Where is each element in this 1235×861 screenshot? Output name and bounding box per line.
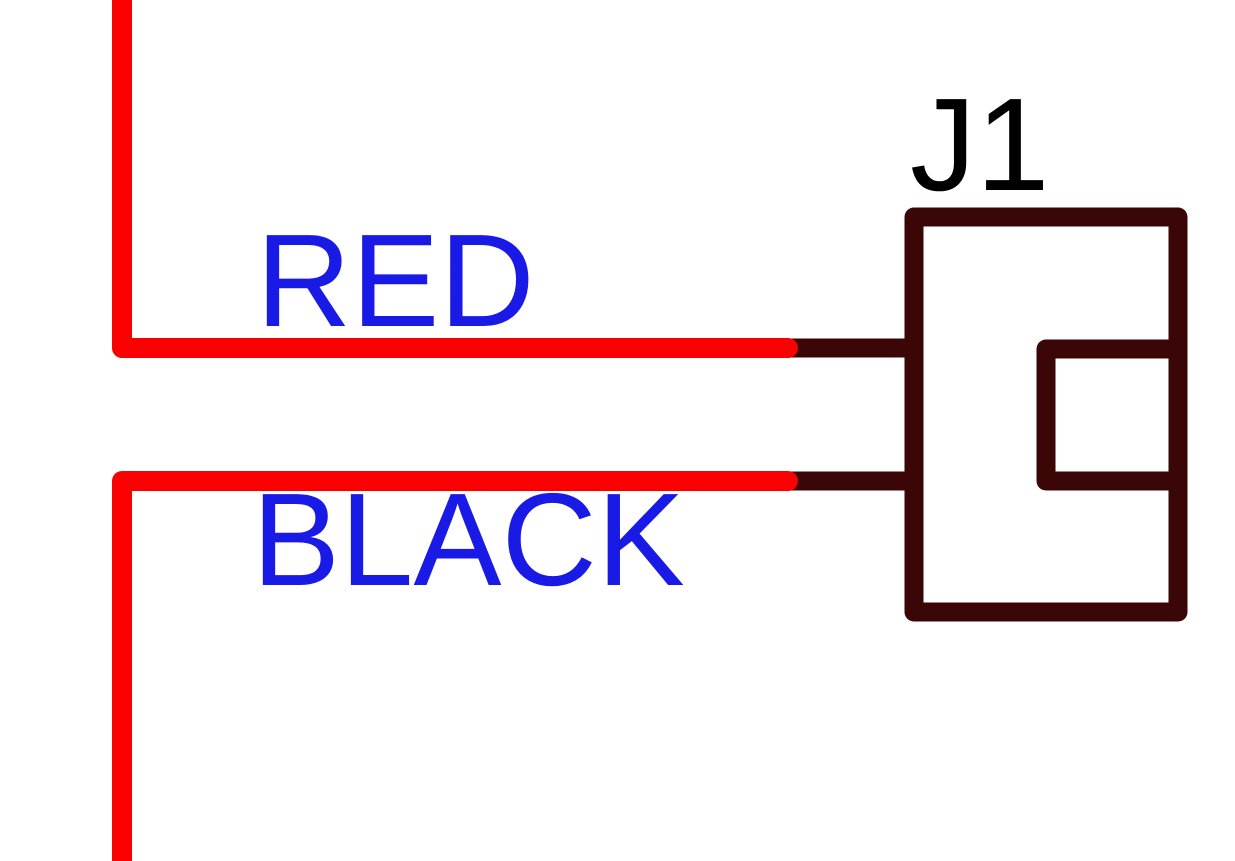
wire-label-red: RED — [256, 207, 535, 354]
wire-red-segment — [112, 0, 798, 358]
wire-black-segment — [112, 471, 798, 861]
connector-j1-symbol — [788, 207, 1188, 622]
connector-j1-key-notch — [1036, 339, 1178, 491]
wires — [112, 0, 798, 861]
designator-j1-label: J1 — [910, 71, 1049, 218]
